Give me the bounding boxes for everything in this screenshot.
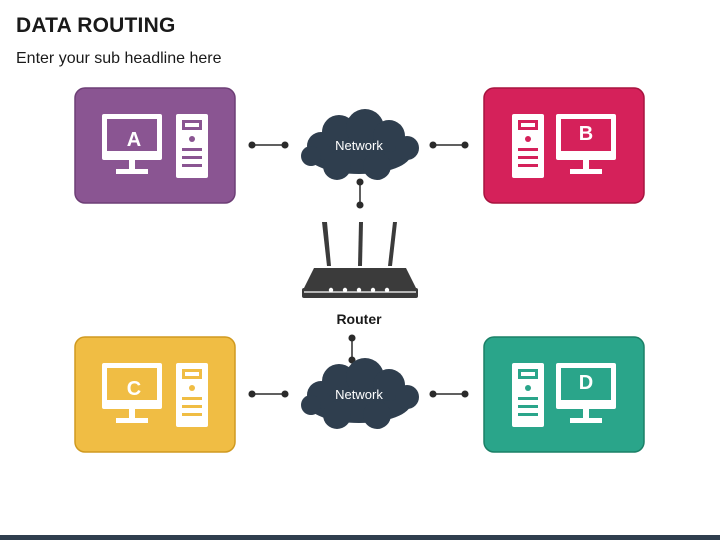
- page-subtitle: Enter your sub headline here: [16, 50, 222, 67]
- computer-a-card: A: [74, 87, 236, 204]
- computer-c-card: C: [74, 336, 236, 453]
- network-label-bottom: Network: [335, 387, 383, 402]
- router-icon: [302, 222, 418, 298]
- computer-c-letter: C: [127, 378, 141, 400]
- page-title: DATA ROUTING: [16, 14, 176, 37]
- computer-b-letter: B: [579, 123, 593, 145]
- computer-a-letter: A: [127, 129, 141, 151]
- network-cloud-bottom: Network: [301, 358, 419, 429]
- connectors: [248, 141, 469, 398]
- computer-b-card: B: [483, 87, 645, 204]
- network-label-top: Network: [335, 138, 383, 153]
- computer-d-letter: D: [579, 372, 593, 394]
- network-cloud-top: Network: [301, 109, 419, 180]
- footer-bar: [0, 535, 720, 540]
- computer-d-card: D: [483, 336, 645, 453]
- router: Router: [302, 222, 418, 327]
- router-label: Router: [336, 311, 382, 327]
